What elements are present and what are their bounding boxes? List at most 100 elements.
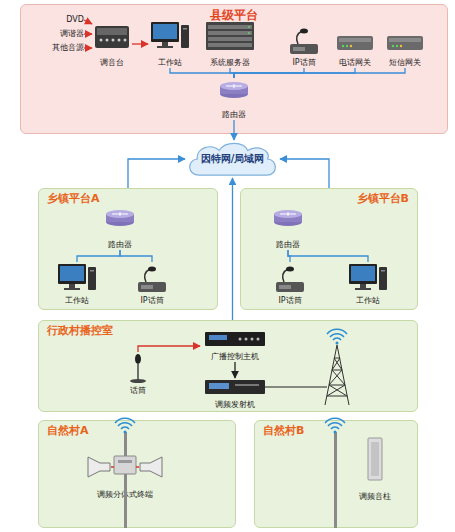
mixer-icon-part — [124, 39, 127, 42]
platform-panel: DVD调谐器其他音源调音台工作站系统服务器IP话筒电话网关短信网关路由器县级平台 — [20, 4, 448, 134]
broadcast-host-icon-part — [251, 338, 254, 341]
panel-title: 自然村A — [47, 424, 89, 438]
server-icon-part — [208, 25, 252, 29]
device-label: 广播控制主机 — [211, 352, 259, 362]
microphone-icon-part — [135, 354, 141, 364]
panel-title: 乡镇平台A — [47, 192, 100, 206]
tower-icon-part — [329, 358, 345, 385]
broadcast-host-icon-part — [257, 338, 260, 341]
device-node: 广播控制主机 — [200, 330, 270, 362]
microphone-icon — [130, 354, 146, 383]
panel-title: 乡镇平台B — [357, 192, 409, 206]
column-speaker-icon-part — [371, 442, 379, 476]
network-link — [234, 68, 355, 78]
server-icon-part — [248, 26, 250, 28]
device-label: 路由器 — [276, 240, 300, 250]
device-node: 短信网关 — [384, 24, 426, 68]
device-label: 系统服务器 — [210, 58, 250, 68]
mixer-icon-part — [118, 39, 121, 42]
transmitter-icon-part — [235, 384, 259, 386]
network-link — [77, 250, 120, 262]
network-cloud: 因特网/局域网 — [185, 140, 280, 178]
mixer-icon-part — [106, 39, 109, 42]
device-node: 调频发射机 — [200, 378, 270, 410]
column-speaker-icon — [368, 438, 382, 480]
microphone-icon-part — [130, 379, 146, 383]
server-icon-part — [208, 37, 252, 41]
device-node: 调音台 — [92, 20, 132, 68]
network-link — [233, 120, 234, 140]
terminal-pole — [114, 432, 136, 528]
device-label: 工作站 — [158, 58, 182, 68]
device-node: 电话网关 — [334, 24, 376, 68]
signal-arrow — [84, 33, 92, 34]
cloud-shape — [190, 143, 276, 175]
server-icon-part — [206, 22, 254, 50]
cloud-label: 因特网/局域网 — [201, 153, 265, 165]
device-node: 工作站 — [148, 20, 192, 68]
wireless-icon — [327, 329, 347, 344]
device-label: 路由器 — [108, 240, 132, 250]
network-link — [234, 68, 304, 78]
tower-icon — [325, 345, 349, 405]
device-label: IP话筒 — [278, 296, 301, 306]
control-arrow — [234, 362, 235, 378]
network-link — [280, 159, 329, 188]
device-label: IP话筒 — [292, 58, 315, 68]
ip-microphone-icon — [290, 29, 318, 55]
device-label: 调音台 — [100, 58, 124, 68]
network-link — [234, 68, 405, 78]
tower-icon-part — [327, 385, 347, 396]
device-node: 调频分体式终端 — [75, 454, 175, 500]
mixer-icon-part — [100, 39, 103, 42]
device-node: 路由器 — [268, 206, 308, 250]
wireless-icon — [115, 418, 135, 433]
network-link — [288, 250, 368, 262]
device-label: 工作站 — [356, 296, 380, 306]
broadcast-host-icon-part — [245, 338, 248, 341]
server-icon-part — [248, 32, 250, 34]
network-link — [230, 68, 234, 78]
device-label: 路由器 — [222, 110, 246, 120]
terminal-pole-part — [118, 460, 132, 463]
platform-panel: 调频分体式终端 自然村A — [38, 420, 236, 528]
device-node: IP话筒 — [284, 24, 324, 68]
ip-microphone-icon — [276, 267, 304, 293]
audio-source: 其他音源 — [44, 42, 84, 54]
microphone-icon-part — [137, 364, 139, 381]
device-node: IP话筒 — [268, 262, 312, 306]
mixer-icon-part — [97, 28, 127, 35]
network-link — [170, 68, 234, 78]
device-node: 路由器 — [212, 78, 256, 120]
signal-arrow — [132, 43, 148, 44]
device-label: 话筒 — [130, 386, 146, 396]
audio-source: 调谐器 — [44, 28, 84, 40]
broadcast-host-icon-part — [209, 335, 227, 340]
device-node: 工作站 — [346, 262, 390, 306]
server-icon-part — [208, 43, 252, 47]
terminal-pole-part — [114, 456, 136, 474]
router-icon — [106, 210, 134, 226]
platform-panel: 广播控制主机话筒调频发射机行政村播控室 — [38, 320, 418, 412]
tower-icon-part — [325, 345, 349, 405]
source-label: 调谐器 — [60, 29, 84, 39]
network-link — [128, 159, 185, 188]
source-label: DVD — [66, 15, 84, 25]
signal-arrow — [138, 346, 200, 352]
router-icon — [220, 82, 248, 98]
network-link — [120, 250, 152, 262]
device-node: IP话筒 — [130, 262, 174, 306]
horn-speaker-part — [88, 457, 110, 477]
terminal-pole-part — [124, 432, 127, 528]
antenna-wire — [265, 386, 327, 387]
audio-source: DVD — [44, 14, 84, 26]
workstation-icon — [58, 264, 96, 290]
gateway-icon — [387, 36, 423, 50]
broadcast-host-icon-part — [205, 332, 265, 346]
device-node: 调频音柱 — [350, 436, 400, 502]
device-label: 短信网关 — [389, 58, 421, 68]
platform-panel: 调频音柱自然村B — [254, 420, 418, 528]
horn-speaker — [136, 457, 162, 477]
column-pole — [334, 432, 337, 528]
